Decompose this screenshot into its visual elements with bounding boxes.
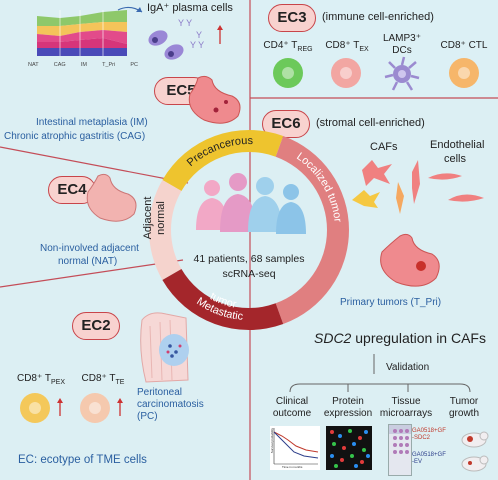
ec4-line2: normal (NAT) bbox=[58, 256, 118, 267]
tumor-group-sdc2: GA0518+GF -SDC2 bbox=[412, 428, 446, 441]
cafs-label: CAFs bbox=[370, 141, 398, 153]
tte-cell-icon bbox=[80, 393, 110, 423]
pc-line2: carcinomatosis bbox=[137, 399, 204, 410]
ec2-badge: EC2 bbox=[72, 312, 120, 340]
ec3-badge: EC3 bbox=[268, 4, 316, 32]
ec3-title: (immune cell-enriched) bbox=[322, 11, 434, 23]
ctl-cell-icon bbox=[449, 58, 479, 88]
km-plot-thumbnail: Survival probability Time in months bbox=[270, 426, 320, 470]
ec3-cell-label-3: LAMP3⁺DCs bbox=[382, 33, 422, 56]
km-x-label: Time in months bbox=[282, 465, 303, 469]
tex-cell-icon bbox=[331, 58, 361, 88]
ec2-cell-label-2: CD8⁺ TTE bbox=[81, 373, 125, 386]
endo-label-2: cells bbox=[444, 153, 467, 165]
sdc2-rest: upregulation in CAFs bbox=[351, 330, 486, 346]
x-label-im: IM bbox=[80, 62, 87, 68]
ec3-cell-label-2: CD8⁺ TEX bbox=[325, 40, 369, 53]
ec3-cell-label-1: CD4⁺ TREG bbox=[263, 40, 313, 53]
protein-expression-image bbox=[326, 426, 372, 470]
ec3-cell-label-4: CD8⁺ CTL bbox=[440, 40, 488, 51]
ec5-line1: Intestinal metaplasia (IM) bbox=[36, 117, 148, 128]
ec4-badge: EC4 bbox=[48, 176, 96, 204]
ec4-line1: Non-involved adjacent bbox=[40, 243, 139, 254]
pc-line3: (PC) bbox=[137, 411, 158, 422]
ec6-title: (stromal cell-enriched) bbox=[316, 117, 425, 129]
method-label: scRNA-seq bbox=[222, 268, 276, 280]
sdc2-headline: SDC2 upregulation in CAFs bbox=[314, 330, 486, 346]
treg-cell-icon bbox=[273, 58, 303, 88]
sdc2-gene: SDC2 bbox=[314, 330, 352, 346]
pc-line1: Peritoneal bbox=[137, 387, 183, 398]
x-label-pc: PC bbox=[130, 62, 138, 68]
tumor-group-ev: GA0518+GF -EV bbox=[412, 452, 446, 465]
tpex-cell-icon bbox=[20, 393, 50, 423]
km-y-label: Survival probability bbox=[270, 428, 274, 454]
ec5-line2: Chronic atrophic gastritis (CAG) bbox=[4, 131, 146, 142]
iga-label: IgA⁺ plasma cells bbox=[147, 2, 233, 14]
x-label-tpri: T_Pri bbox=[102, 62, 116, 68]
ec2-cell-label-1: CD8⁺ TPEX bbox=[16, 373, 65, 386]
footer-legend: EC: ecotype of TME cells bbox=[18, 454, 147, 466]
patients-count: 41 patients, 68 samples bbox=[193, 253, 305, 265]
tissue-microarray-slide bbox=[388, 424, 412, 476]
x-label-cag: CAG bbox=[53, 62, 66, 68]
cell-proportion-chart bbox=[35, 8, 130, 58]
chart-x-labels: NAT CAG IM T_Pri PC bbox=[28, 62, 138, 68]
endo-label-1: Endothelial bbox=[430, 139, 485, 151]
x-label-nat: NAT bbox=[28, 62, 39, 68]
ec5-badge: EC5 bbox=[154, 77, 208, 105]
validation-title: Validation bbox=[386, 362, 430, 373]
primary-tumors-label: Primary tumors (T_Pri) bbox=[340, 297, 442, 308]
ec6-badge: EC6 bbox=[262, 110, 310, 138]
